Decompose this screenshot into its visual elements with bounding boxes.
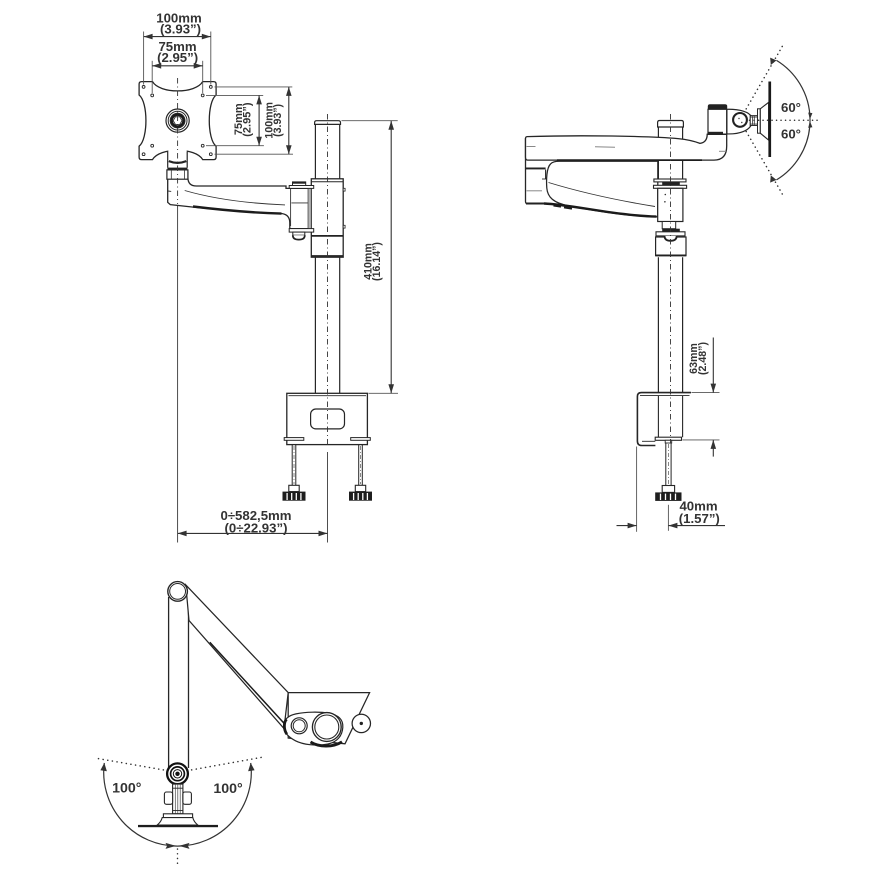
svg-text:(1.57”): (1.57”) [679,511,720,526]
svg-text:(2.95”): (2.95”) [157,50,198,65]
svg-text:100mm: 100mm [264,102,276,139]
svg-text:100mm: 100mm [156,11,201,26]
svg-text:(0÷22.93”): (0÷22.93”) [225,520,288,535]
svg-text:(2.48”): (2.48”) [697,342,709,375]
svg-text:410mm: 410mm [362,243,374,280]
svg-text:60°: 60° [781,100,801,115]
svg-text:40mm: 40mm [679,498,717,513]
svg-text:(3.93”): (3.93”) [272,104,284,137]
svg-text:(16.14”): (16.14”) [371,242,383,281]
svg-text:75mm: 75mm [233,103,245,135]
svg-text:0÷582,5mm: 0÷582,5mm [220,508,291,523]
svg-text:63mm: 63mm [688,343,700,374]
svg-text:60°: 60° [781,126,801,141]
svg-text:100°: 100° [213,781,243,797]
svg-text:(3.93”): (3.93”) [160,22,201,37]
svg-text:(2.95”): (2.95”) [241,102,253,137]
svg-text:100°: 100° [112,781,142,797]
svg-text:75mm: 75mm [158,39,196,54]
